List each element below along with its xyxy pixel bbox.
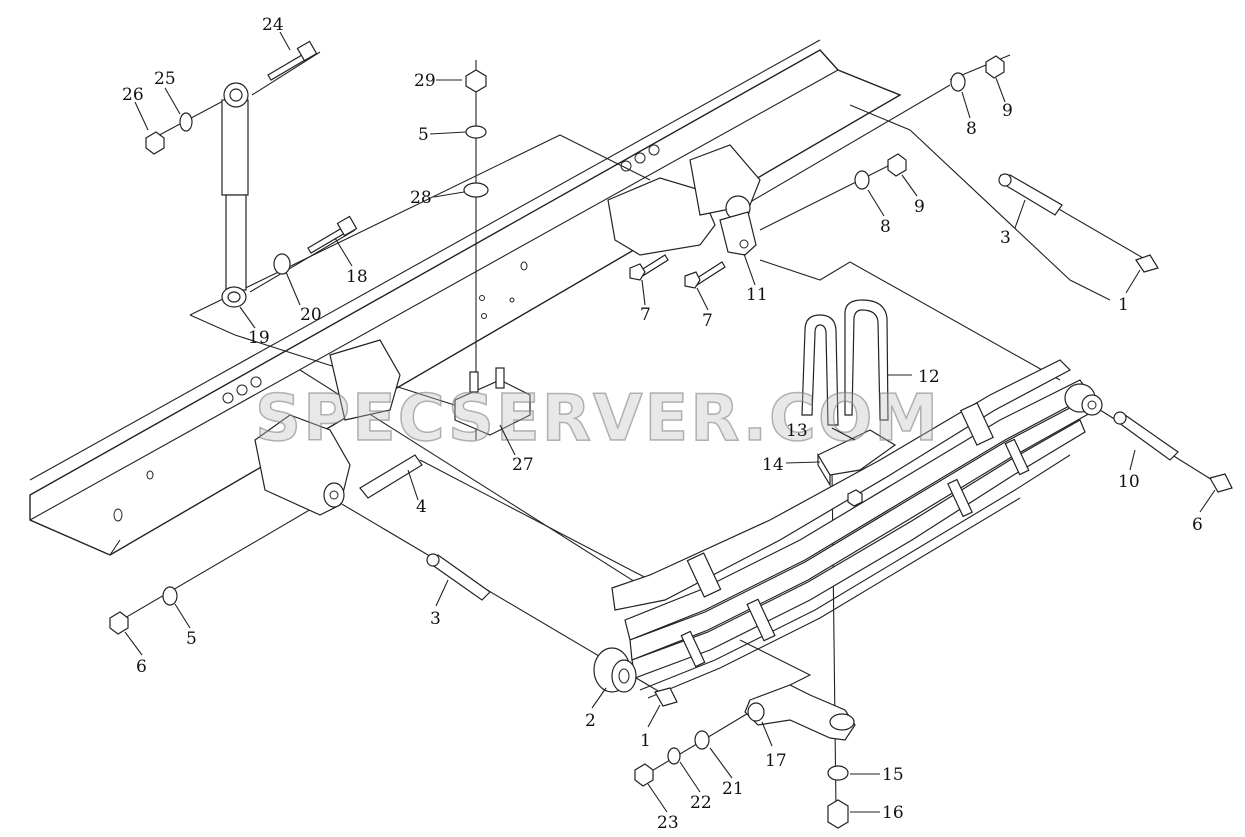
callout-13: 13	[786, 421, 808, 441]
callout-19: 19	[248, 328, 270, 348]
washer-22	[667, 747, 681, 765]
callout-8-upper: 8	[966, 119, 977, 139]
callout-9-upper: 9	[1002, 101, 1013, 121]
callout-20: 20	[300, 305, 322, 325]
spring-clip	[960, 402, 994, 446]
callout-7-a: 7	[640, 305, 651, 325]
frame-hole	[113, 508, 123, 522]
washer-21	[694, 730, 710, 750]
grease-fitting-6-rear	[1209, 473, 1233, 493]
callout-1-front: 1	[640, 731, 651, 751]
nut-29	[465, 69, 487, 93]
callout-6-rear: 6	[1192, 515, 1203, 535]
spring-clip	[746, 598, 776, 642]
bump-stop-27	[454, 367, 531, 436]
grease-fitting-1-front	[654, 687, 678, 707]
leaf-spring	[611, 359, 1093, 699]
watermark: SPECSERVER.COM	[255, 382, 940, 456]
callout-6-front: 6	[136, 657, 147, 677]
callout-29: 29	[414, 71, 436, 91]
callout-25: 25	[154, 69, 176, 89]
callout-8-lower: 8	[880, 217, 891, 237]
washer-20	[273, 253, 291, 275]
center-nut	[847, 489, 863, 507]
pin-3-rear	[998, 173, 1063, 216]
callout-17: 17	[765, 751, 787, 771]
washer-25	[179, 112, 193, 132]
callout-11: 11	[746, 285, 768, 305]
washer-5-top	[465, 125, 487, 139]
frame-hole	[634, 152, 646, 164]
washer-8a	[950, 72, 966, 92]
spring-clip	[680, 630, 706, 668]
callout-23: 23	[657, 813, 679, 833]
callout-9-lower: 9	[914, 197, 925, 217]
pin-4	[359, 454, 423, 499]
bolt-7a	[629, 254, 669, 281]
callout-2: 2	[585, 711, 596, 731]
callout-labels: 24 25 26 29 5 28 18 20 19 8 9 8 9 3 7 7 …	[122, 15, 1203, 833]
lower-shock-bolt	[307, 215, 358, 254]
frame-hole	[520, 261, 528, 271]
callout-14: 14	[762, 455, 784, 475]
spring-clip	[947, 478, 973, 518]
spring-eye-rear	[1064, 383, 1103, 416]
frame-hole	[648, 144, 660, 156]
nut-26	[145, 131, 165, 155]
callout-7-b: 7	[702, 311, 713, 331]
washer-28	[463, 182, 489, 198]
callout-21: 21	[722, 779, 744, 799]
spring-clip	[1004, 438, 1030, 476]
shock-absorber	[221, 82, 249, 308]
washer-8b	[854, 170, 870, 190]
nut-16	[827, 799, 849, 829]
u-bolts-12	[801, 299, 889, 426]
pin-3-front	[426, 553, 491, 601]
nut-9a	[985, 55, 1005, 79]
callout-10: 10	[1118, 472, 1140, 492]
callout-18: 18	[346, 267, 368, 287]
spring-seat-14	[817, 429, 897, 488]
grease-fitting-1-rear	[1135, 254, 1159, 273]
callout-24: 24	[262, 15, 284, 35]
arm-17	[744, 684, 856, 741]
frame-hole	[236, 384, 248, 396]
rear-hanger-bracket	[607, 144, 761, 256]
callout-26: 26	[122, 85, 144, 105]
washer-15	[827, 765, 849, 781]
callout-28: 28	[410, 188, 432, 208]
callout-15: 15	[882, 765, 904, 785]
callout-22: 22	[690, 793, 712, 813]
callout-5-front: 5	[186, 629, 197, 649]
spring-eye-front	[593, 647, 637, 693]
nut-6-front	[109, 611, 129, 635]
callout-3-rear: 3	[1000, 228, 1011, 248]
frame-hole	[146, 470, 154, 480]
washer-5-front	[162, 586, 178, 606]
frame-hole	[481, 313, 487, 319]
frame-hole	[222, 392, 234, 404]
callout-1-rear: 1	[1118, 295, 1129, 315]
callout-4: 4	[416, 497, 427, 517]
callout-27: 27	[512, 455, 534, 475]
frame-hole	[479, 295, 485, 301]
frame-hole	[250, 376, 262, 388]
nut-9b	[887, 153, 907, 177]
callout-3-front: 3	[430, 609, 441, 629]
front-hanger-bracket	[254, 339, 401, 516]
spring-clip	[686, 552, 722, 598]
callout-12: 12	[918, 367, 940, 387]
callout-16: 16	[882, 803, 904, 823]
upper-shock-bolt	[267, 40, 318, 81]
frame-hole	[509, 297, 515, 303]
callout-5-top: 5	[418, 125, 429, 145]
pin-10	[1113, 411, 1179, 461]
frame-rail	[29, 39, 902, 556]
nut-23	[634, 763, 654, 787]
bolt-7b	[684, 261, 726, 289]
leader-lines	[124, 31, 1216, 813]
